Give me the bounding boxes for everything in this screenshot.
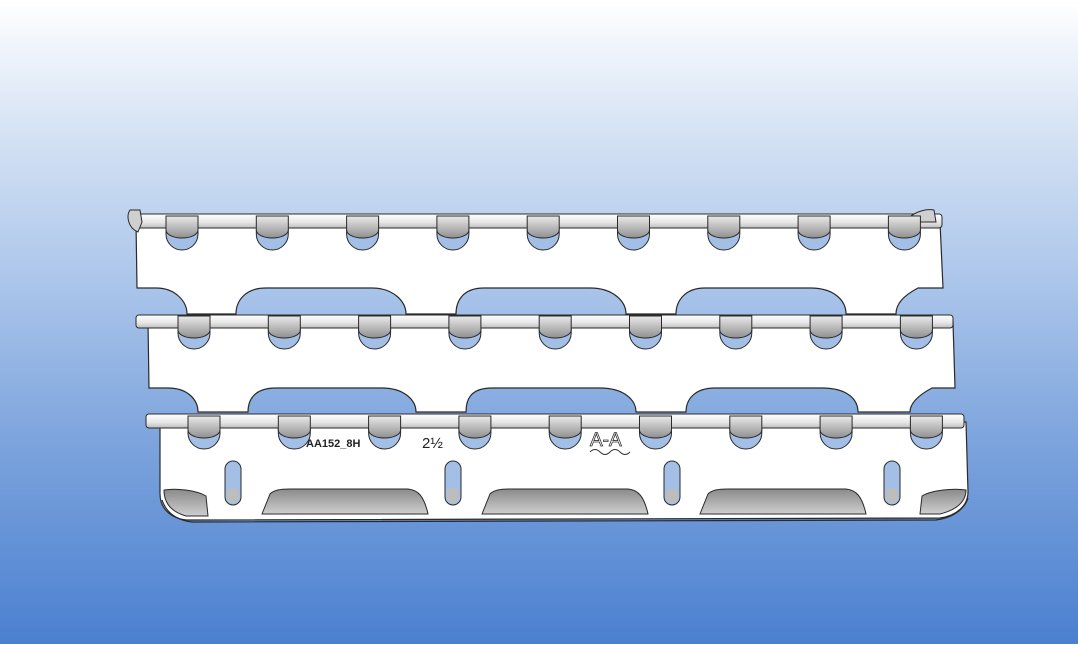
tray-bottom-slot-2-shade <box>447 488 459 503</box>
tray-top-end-clip-left <box>127 209 143 233</box>
tray-top-tab-8 <box>797 215 831 239</box>
tray-middle-tab-6 <box>629 315 662 339</box>
tray-bottom-recess-1 <box>261 488 429 515</box>
tray-middle-tab-7 <box>719 315 753 339</box>
tray-bottom-tab-2 <box>277 415 311 439</box>
tray-bottom-recess-3 <box>699 488 867 515</box>
tray-bottom-tab-1 <box>187 415 221 439</box>
tray-middle-tab-3 <box>358 315 392 339</box>
tray-bottom-recess-2 <box>481 488 649 515</box>
tray-top-body <box>135 221 944 315</box>
tray-middle-tab-9 <box>899 315 933 339</box>
logo-mark: A-A <box>589 430 631 455</box>
tray-middle-tab-8 <box>809 315 843 339</box>
logo-wave-icon <box>589 449 631 455</box>
part-number-label: AA152_8H <box>306 438 360 450</box>
tray-top[interactable] <box>127 209 944 315</box>
tray-top-tab-5 <box>526 215 560 239</box>
tray-top-tab-2 <box>255 215 289 239</box>
tray-bottom-tab-7 <box>729 415 763 439</box>
tray-bottom-corner-right <box>919 488 967 515</box>
tray-top-tab-1 <box>165 215 199 239</box>
tray-middle-tab-5 <box>538 315 572 339</box>
tray-top-tab-4 <box>436 215 470 239</box>
tray-top-tab-7 <box>707 215 741 239</box>
tray-top-tab-6 <box>617 215 650 239</box>
tray-middle-body <box>147 321 956 413</box>
tray-bottom-tab-5 <box>548 415 582 439</box>
tray-bottom-tab-6 <box>639 415 672 439</box>
tray-bottom-slot-4-shade <box>886 488 898 503</box>
tray-bottom-base-lip <box>161 497 969 523</box>
tray-middle[interactable] <box>135 314 956 413</box>
tray-bottom-slot-1-shade <box>227 488 239 503</box>
size-label: 2½ <box>422 435 443 452</box>
tray-bottom-tab-9 <box>909 415 943 439</box>
tray-bottom[interactable]: AA152_8H 2½ A-A <box>145 413 969 523</box>
tray-top-tab-9 <box>887 215 921 239</box>
logo-text: A-A <box>590 430 622 451</box>
tray-bottom-tab-4 <box>458 415 492 439</box>
tray-middle-tab-2 <box>267 315 301 339</box>
tray-bottom-tab-8 <box>819 415 853 439</box>
tray-middle-tab-1 <box>177 315 211 339</box>
tray-bottom-corner-left <box>163 488 209 517</box>
tray-middle-tab-4 <box>448 315 482 339</box>
tray-bottom-slot-3-shade <box>666 488 678 503</box>
tray-bottom-tab-3 <box>368 415 402 439</box>
tray-top-tab-3 <box>346 215 380 239</box>
